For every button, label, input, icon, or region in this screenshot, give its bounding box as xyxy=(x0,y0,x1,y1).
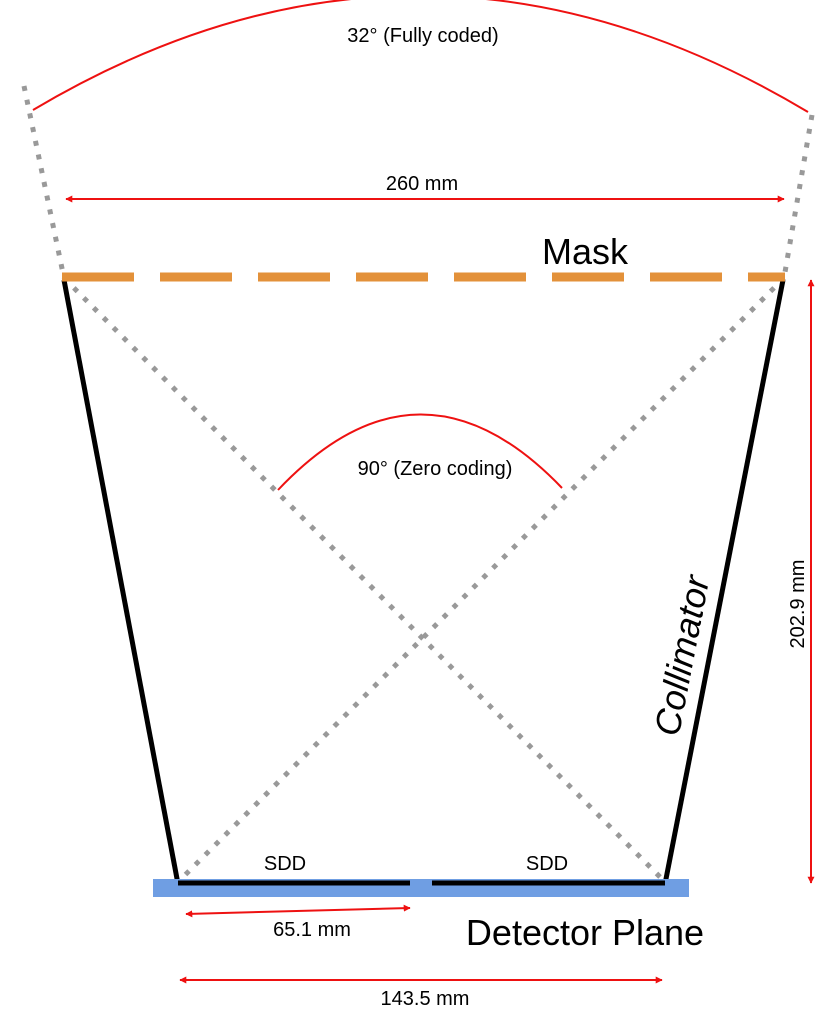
fully-coded-arc xyxy=(32,0,809,113)
sdd-width-arrow xyxy=(185,904,411,918)
collimator-wall-left xyxy=(61,279,181,885)
sdd-right-label: SDD xyxy=(526,853,568,875)
sdd-width-label: 65.1 mm xyxy=(273,919,351,941)
fov-ray-right xyxy=(781,114,815,279)
detector-plane-label: Detector Plane xyxy=(466,912,704,953)
height-label: 202.9 mm xyxy=(787,560,809,649)
mask-label: Mask xyxy=(542,231,629,272)
cross-ray-2 xyxy=(176,276,786,884)
sdd-left-label: SDD xyxy=(264,853,306,875)
zero-coding-label: 90° (Zero coding) xyxy=(358,458,513,480)
mask-width-label: 260 mm xyxy=(386,173,458,195)
detector-width-label: 143.5 mm xyxy=(381,988,470,1010)
collimator-wall-right xyxy=(662,279,786,885)
fully-coded-label: 32° (Fully coded) xyxy=(347,25,498,47)
cross-ray-1 xyxy=(62,276,667,884)
collimator-label: Collimator xyxy=(646,570,718,739)
zero-coding-arc xyxy=(277,413,563,491)
fov-ray-left xyxy=(21,85,67,279)
